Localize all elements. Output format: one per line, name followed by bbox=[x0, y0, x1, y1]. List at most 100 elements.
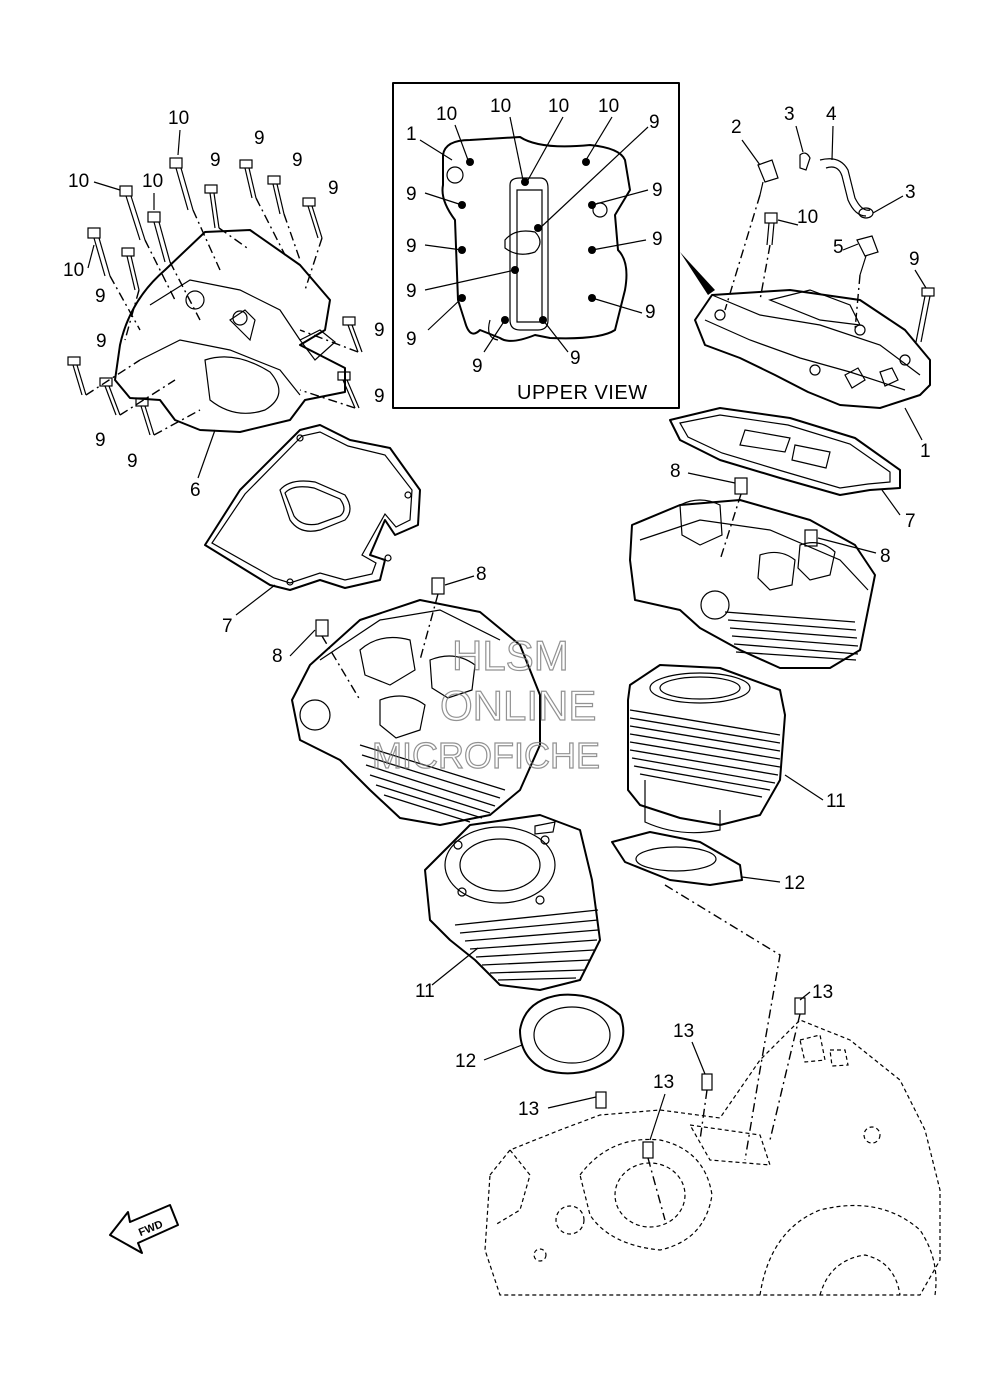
rear-cover-bolts bbox=[67, 157, 363, 436]
callout-9-a: 9 bbox=[210, 150, 221, 171]
gasket-12-front bbox=[611, 831, 743, 886]
rear-cover-tab bbox=[299, 329, 336, 361]
callout-13-b: 13 bbox=[673, 1021, 694, 1042]
callout-9-j: 9 bbox=[127, 451, 138, 472]
front-head-deck bbox=[639, 519, 869, 591]
callout-5: 5 bbox=[833, 237, 844, 258]
callout-9-right: 9 bbox=[909, 249, 920, 270]
inset-callout-9g: 9 bbox=[645, 302, 656, 323]
rear-cover-center-lines bbox=[85, 197, 359, 436]
fwd-arrow-shape bbox=[109, 1204, 179, 1254]
front-cylinder-sleeve bbox=[644, 780, 721, 834]
bolt-9-h bbox=[67, 356, 87, 396]
callout-13-d: 13 bbox=[653, 1072, 674, 1093]
part-4-hose-inner bbox=[825, 166, 867, 217]
inset-callout-10a: 10 bbox=[436, 104, 457, 125]
inset-callout-9f: 9 bbox=[406, 281, 417, 302]
upper-view-inset: 1 10 10 10 10 9 9 9 9 9 9 9 9 9 9 UPPER … bbox=[392, 82, 680, 409]
rear-head-port bbox=[299, 699, 331, 731]
inset-center-channel bbox=[509, 177, 549, 331]
dowel-8-front-b bbox=[804, 529, 818, 547]
watermark-line-1: HLSM bbox=[452, 632, 569, 679]
callout-10-left: 10 bbox=[68, 171, 89, 192]
gasket-7-rear-outer bbox=[204, 424, 421, 591]
front-head-rocker-c bbox=[797, 542, 836, 581]
bolt-9-f bbox=[342, 316, 363, 353]
inset-breather-hole bbox=[446, 166, 464, 184]
part-3-clamp-a bbox=[799, 152, 811, 171]
rear-cover-outline bbox=[114, 229, 346, 433]
front-head-cover bbox=[694, 289, 931, 409]
crankcase-cover-inner bbox=[819, 1254, 901, 1296]
front-cylinder-head: 8 8 bbox=[629, 461, 891, 669]
inset-callout-9d: 9 bbox=[406, 236, 417, 257]
callout-2: 2 bbox=[731, 117, 742, 138]
callout-9-b: 9 bbox=[254, 128, 265, 149]
watermark-line-3: MICROFICHE bbox=[372, 735, 600, 776]
inset-center-boss bbox=[504, 230, 541, 255]
callout-11-front: 11 bbox=[826, 791, 846, 812]
front-cylinder-fins bbox=[629, 709, 781, 798]
front-cylinder-outline bbox=[627, 664, 786, 826]
rear-head-cover bbox=[114, 229, 346, 433]
dowel-8-rear-b bbox=[315, 619, 329, 637]
bolt-9-right bbox=[915, 287, 935, 343]
rear-cylinder-outline bbox=[424, 814, 601, 991]
gasket-7-rear-opening-inner bbox=[284, 486, 345, 526]
callout-9-g: 9 bbox=[374, 386, 385, 407]
rear-cylinder-fins bbox=[454, 909, 599, 981]
gasket-7-rear-opening bbox=[279, 480, 351, 532]
front-head-rocker-b bbox=[757, 551, 796, 591]
bolt-9-d bbox=[302, 197, 323, 239]
callout-8-front-b: 8 bbox=[880, 546, 891, 567]
bolt-9-c bbox=[267, 175, 285, 215]
callout-12-front: 12 bbox=[784, 873, 805, 894]
part-5-fitting bbox=[856, 235, 879, 276]
inset-callouts: 1 10 10 10 10 9 9 9 9 9 9 9 9 9 9 bbox=[406, 96, 663, 377]
front-base-gasket: 12 bbox=[611, 831, 805, 1161]
callout-10-right: 10 bbox=[797, 207, 818, 228]
bolt-10-c bbox=[147, 211, 171, 263]
bolt-9-b bbox=[239, 159, 257, 199]
callout-8-front-a: 8 bbox=[670, 461, 681, 482]
front-cover-hardware bbox=[724, 152, 935, 343]
inset-callout-9h: 9 bbox=[406, 329, 417, 350]
callout-9-i: 9 bbox=[95, 430, 106, 451]
rear-cylinder-bore bbox=[444, 826, 556, 904]
callout-9-f: 9 bbox=[374, 320, 385, 341]
callout-6: 6 bbox=[190, 480, 201, 501]
front-head-outline bbox=[629, 499, 876, 669]
rear-head-rocker-c bbox=[379, 695, 426, 739]
rear-cover-boss bbox=[204, 356, 280, 414]
inset-callout-9j: 9 bbox=[570, 348, 581, 369]
fwd-direction-arrow: FWD bbox=[109, 1204, 179, 1254]
front-cylinder-bore bbox=[649, 672, 751, 704]
callout-9-d: 9 bbox=[328, 178, 339, 199]
callout-4: 4 bbox=[826, 104, 837, 125]
callout-3-right: 3 bbox=[905, 182, 916, 203]
callout-8-rear-a: 8 bbox=[476, 564, 487, 585]
rear-cover-clip bbox=[229, 309, 256, 342]
gasket-7-rear-inner-edge bbox=[211, 431, 413, 584]
bolt-10-right bbox=[764, 212, 778, 246]
part-4-hose bbox=[819, 158, 871, 211]
callout-3-top: 3 bbox=[784, 104, 795, 125]
front-cylinder: 11 bbox=[627, 664, 846, 834]
inset-callout-9e: 9 bbox=[652, 229, 663, 250]
callout-11-rear: 11 bbox=[415, 981, 435, 1002]
callout-1: 1 bbox=[920, 441, 931, 462]
inset-callout-1: 1 bbox=[406, 124, 417, 145]
rear-cylinder-notch bbox=[534, 821, 556, 835]
front-head-fins bbox=[724, 611, 859, 661]
bolt-9-j bbox=[135, 397, 155, 436]
bolt-9-e bbox=[121, 247, 140, 291]
rear-cylinder-head: 8 8 bbox=[272, 564, 541, 826]
front-head-rocker-a bbox=[679, 499, 723, 546]
bolt-10-d bbox=[87, 227, 111, 277]
inset-channel-inner bbox=[516, 189, 543, 323]
rear-base-gasket: 12 bbox=[455, 993, 625, 1075]
inset-frame bbox=[392, 82, 680, 409]
callout-8-rear-b: 8 bbox=[272, 646, 283, 667]
bolt-9-g bbox=[337, 371, 360, 409]
